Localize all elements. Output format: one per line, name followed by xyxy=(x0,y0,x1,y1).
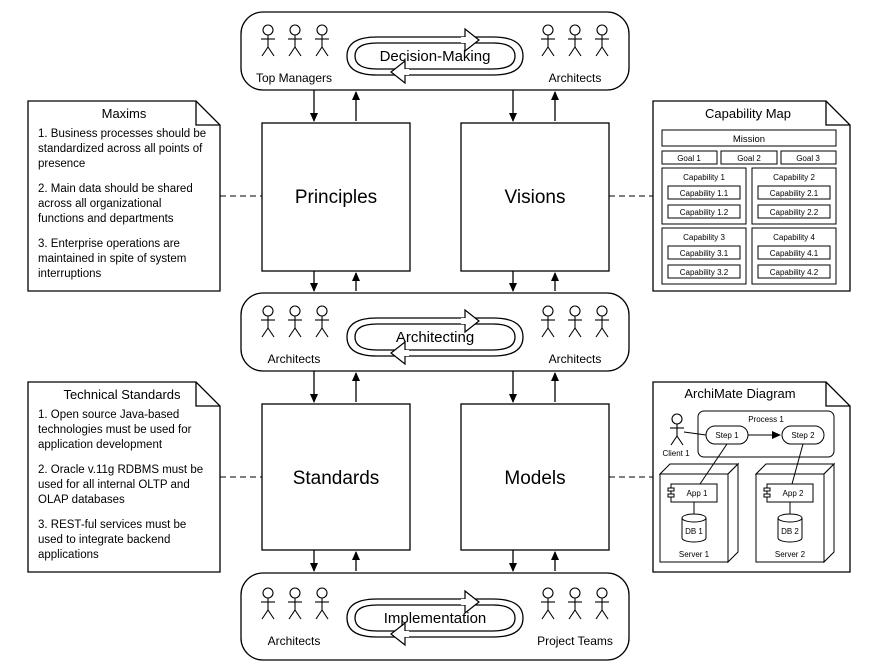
archimate-diagram-note: ArchiMate Diagram Process 1 Step 1 Step … xyxy=(652,381,851,573)
models-label: Models xyxy=(504,468,565,489)
server-2-label: Server 2 xyxy=(775,550,806,559)
process-label: Process 1 xyxy=(748,415,784,424)
maxim-line: maintained in spite of system xyxy=(38,253,186,265)
db-1-icon xyxy=(681,513,707,543)
architecting-title: Architecting xyxy=(396,329,474,346)
goal-label: Goal 3 xyxy=(796,154,820,163)
standard-line: technologies must be used for xyxy=(38,424,192,436)
app-1-label: App 1 xyxy=(687,489,708,498)
process-box: Process 1 Step 1 Step 2 xyxy=(697,410,835,458)
capability-map-title: Capability Map xyxy=(705,106,791,121)
server-1-node: Server 1 App 1 DB 1 xyxy=(658,462,740,564)
capability-label: Capability 3 xyxy=(683,233,725,242)
models-box: Models xyxy=(460,403,610,551)
capability-group: Capability 1 Capability 1.1 Capability 1… xyxy=(661,167,747,225)
decision-making-process: Top Managers Decision-Making Architects xyxy=(240,11,630,91)
maxim-line: standardized across all points of xyxy=(38,143,203,155)
maxim-line: presence xyxy=(38,158,85,170)
maxims-list: 1. Business processes should be standard… xyxy=(38,128,206,280)
architects-label: Architects xyxy=(549,352,602,366)
architects-label: Architects xyxy=(268,634,321,648)
sub-capability-label: Capability 1.2 xyxy=(680,208,729,217)
archimate-title: ArchiMate Diagram xyxy=(684,386,795,401)
technical-standards-list: 1. Open source Java-based technologies m… xyxy=(38,409,203,561)
technical-standards-note: Technical Standards 1. Open source Java-… xyxy=(27,381,221,573)
db-2-icon xyxy=(777,513,803,543)
technical-standards-title: Technical Standards xyxy=(63,387,181,402)
capability-group: Capability 4 Capability 4.1 Capability 4… xyxy=(751,227,837,285)
mission-label: Mission xyxy=(733,134,765,145)
sub-capability-label: Capability 2.1 xyxy=(770,189,819,198)
implementation-process: Architects Implementation Project Teams xyxy=(240,572,630,661)
architects-label: Architects xyxy=(268,352,321,366)
standard-line: used for all internal OLTP and xyxy=(38,479,190,491)
implementation-title: Implementation xyxy=(384,610,487,627)
goals-row: Goal 1 Goal 2 Goal 3 xyxy=(661,150,837,165)
db-2-label: DB 2 xyxy=(781,527,799,536)
capability-map-note: Capability Map Mission Goal 1 Goal 2 Goa… xyxy=(652,100,851,292)
sub-capability-label: Capability 3.1 xyxy=(680,249,729,258)
architects-label: Architects xyxy=(549,71,602,85)
db-1-label: DB 1 xyxy=(685,527,703,536)
decision-making-title: Decision-Making xyxy=(380,48,491,65)
goal-label: Goal 1 xyxy=(677,154,701,163)
flow-arrows xyxy=(310,90,559,572)
standard-line: 1. Open source Java-based xyxy=(38,409,179,421)
sub-capability-label: Capability 4.1 xyxy=(770,249,819,258)
visions-label: Visions xyxy=(505,187,566,208)
standard-line: used to integrate backend xyxy=(38,534,170,546)
architecting-process: Architects Architecting Architects xyxy=(240,292,630,372)
capability-label: Capability 4 xyxy=(773,233,815,242)
standards-box: Standards xyxy=(261,403,411,551)
maxim-line: across all organizational xyxy=(38,198,161,210)
standard-line: OLAP databases xyxy=(38,494,125,506)
maxim-line: 2. Main data should be shared xyxy=(38,183,193,195)
standards-label: Standards xyxy=(293,468,380,489)
server-2-node: Server 2 App 2 DB 2 xyxy=(754,462,836,564)
server-1-label: Server 1 xyxy=(679,550,710,559)
project-teams-label: Project Teams xyxy=(537,634,613,648)
capability-group: Capability 2 Capability 2.1 Capability 2… xyxy=(751,167,837,225)
principles-box: Principles xyxy=(261,122,411,272)
goal-label: Goal 2 xyxy=(737,154,761,163)
step-1-label: Step 1 xyxy=(715,431,739,440)
standard-line: 2. Oracle v.11g RDBMS must be xyxy=(38,464,203,476)
principles-label: Principles xyxy=(295,187,377,208)
standard-line: application development xyxy=(38,439,163,451)
maxim-line: functions and departments xyxy=(38,213,174,225)
visions-box: Visions xyxy=(460,122,610,272)
client-label: Client 1 xyxy=(662,449,690,458)
maxims-title: Maxims xyxy=(102,106,147,121)
capability-group: Capability 3 Capability 3.1 Capability 3… xyxy=(661,227,747,285)
app-2-label: App 2 xyxy=(783,489,804,498)
standard-line: applications xyxy=(38,549,99,561)
top-managers-label: Top Managers xyxy=(256,71,332,85)
sub-capability-label: Capability 3.2 xyxy=(680,268,729,277)
maxim-line: 3. Enterprise operations are xyxy=(38,238,180,250)
maxims-note: Maxims 1. Business processes should be s… xyxy=(27,100,221,292)
step-2-label: Step 2 xyxy=(791,431,815,440)
standard-line: 3. REST-ful services must be xyxy=(38,519,186,531)
sub-capability-label: Capability 2.2 xyxy=(770,208,819,217)
sub-capability-label: Capability 1.1 xyxy=(680,189,729,198)
sub-capability-label: Capability 4.2 xyxy=(770,268,819,277)
maxim-line: 1. Business processes should be xyxy=(38,128,206,140)
mission-box: Mission xyxy=(661,129,837,147)
capability-label: Capability 2 xyxy=(773,173,815,182)
dashed-connectors xyxy=(220,195,653,478)
capability-label: Capability 1 xyxy=(683,173,725,182)
maxim-line: interruptions xyxy=(38,268,102,280)
